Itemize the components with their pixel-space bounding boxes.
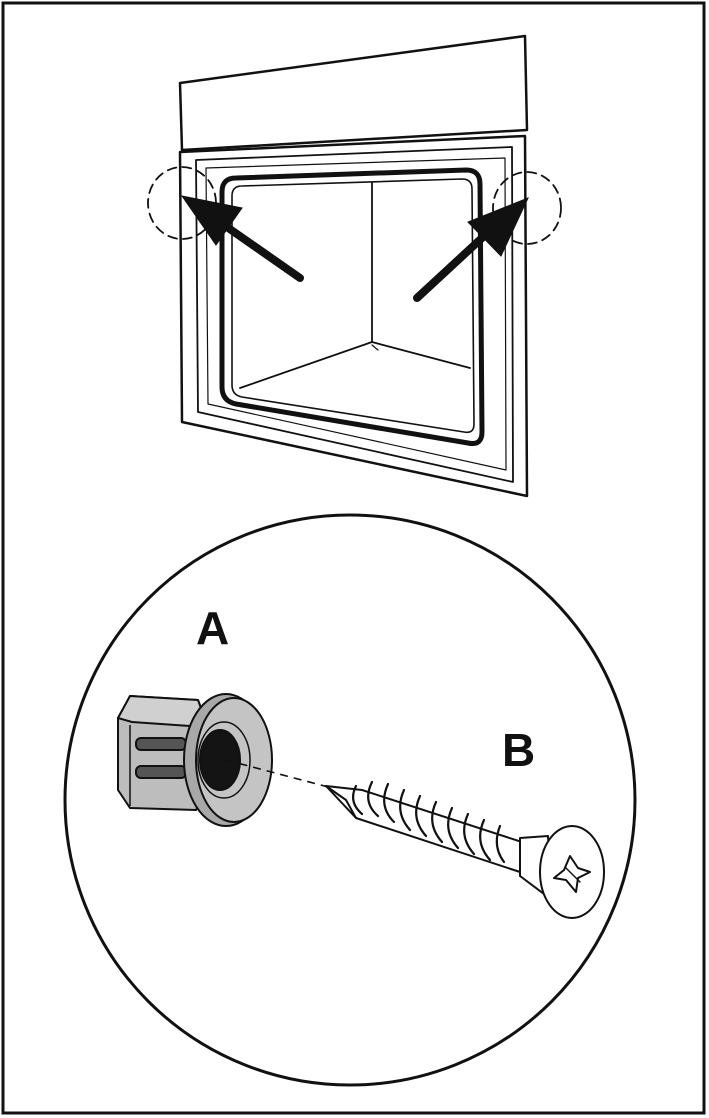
oven-trim <box>205 157 507 471</box>
cavity-floor-left-edge <box>239 341 373 389</box>
arrow-left-head-icon <box>180 195 243 246</box>
bushing-slot-top <box>135 737 187 751</box>
part-label-a: A <box>196 602 229 654</box>
bushing-hole-rim <box>197 721 251 799</box>
oven-cavity-inner-edge <box>231 178 475 434</box>
oven-inner-frame <box>195 146 514 483</box>
screw-threads <box>351 780 506 864</box>
oven-cavity-opening <box>219 167 485 446</box>
bushing-hole <box>199 729 241 791</box>
bushing-slot-bottom <box>135 765 187 779</box>
screw-tip <box>325 785 357 819</box>
arrows <box>180 195 529 302</box>
arrow-right-head-icon <box>467 197 529 257</box>
cavity-floor-right-edge <box>371 341 471 369</box>
cavity-side-line <box>371 344 379 351</box>
oven-control-panel <box>178 34 529 152</box>
assembly-guide-line <box>225 759 333 789</box>
oven-illustration <box>147 34 562 498</box>
part-b-screw <box>325 780 605 919</box>
part-a-bushing <box>117 693 273 827</box>
part-label-b: B <box>502 724 535 776</box>
oven-front-frame <box>178 134 529 498</box>
phillips-cross-icon <box>553 855 591 893</box>
fixing-point-right-highlight <box>492 171 562 245</box>
